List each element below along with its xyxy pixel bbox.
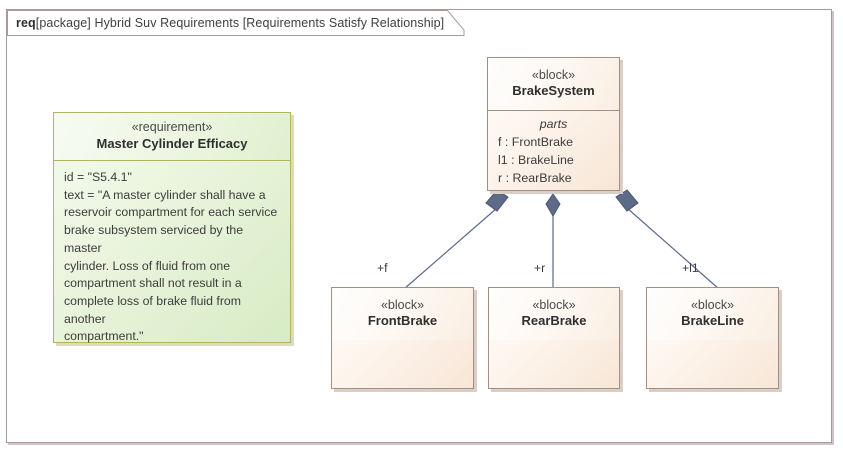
requirement-header: «requirement» Master Cylinder Efficacy: [54, 113, 290, 161]
brakesystem-name: BrakeSystem: [512, 83, 595, 99]
brakesystem-header: «block» BrakeSystem: [488, 58, 619, 111]
brakesystem-parts-compartment: parts f : FrontBrake l1 : BrakeLine r : …: [488, 111, 619, 191]
rearbrake-header: «block» RearBrake: [489, 288, 619, 340]
rearbrake-name: RearBrake: [521, 313, 587, 329]
block-node-rearbrake[interactable]: «block» RearBrake: [488, 287, 623, 392]
block-node-body: «block» BrakeSystem parts f : FrontBrake…: [487, 57, 620, 191]
part-row-r: r : RearBrake: [498, 170, 572, 185]
requirement-node-master-cylinder-efficacy[interactable]: «requirement» Master Cylinder Efficacy i…: [53, 112, 294, 346]
part-row-l1: l1 : BrakeLine: [498, 152, 574, 167]
part-row-f: f : FrontBrake: [498, 134, 574, 149]
block-node-brakesystem[interactable]: «block» BrakeSystem parts f : FrontBrake…: [487, 57, 623, 194]
brakeline-body: «block» BrakeLine: [646, 287, 779, 389]
brakesystem-stereotype: «block»: [531, 67, 576, 82]
connector-end-label-brake-line: +l1: [682, 261, 699, 275]
frontbrake-body: «block» FrontBrake: [331, 287, 474, 389]
rearbrake-body: «block» RearBrake: [488, 287, 620, 389]
requirement-node-body: «requirement» Master Cylinder Efficacy i…: [53, 112, 291, 343]
frontbrake-header: «block» FrontBrake: [332, 288, 473, 340]
frontbrake-stereotype: «block»: [380, 297, 425, 312]
requirement-stereotype: «requirement»: [131, 120, 213, 135]
header-tab-shape: [7, 10, 465, 36]
requirement-properties: id = "S5.4.1" text = "A master cylinder …: [64, 170, 278, 344]
brakeline-name: BrakeLine: [681, 313, 744, 329]
block-node-brakeline[interactable]: «block» BrakeLine: [646, 287, 782, 392]
rearbrake-stereotype: «block»: [532, 297, 576, 312]
brakeline-stereotype: «block»: [690, 297, 735, 312]
block-node-frontbrake[interactable]: «block» FrontBrake: [331, 287, 477, 392]
frontbrake-name: FrontBrake: [367, 313, 438, 329]
diagram-title-label: [package] Hybrid Suv Requirements [Requi…: [35, 15, 445, 30]
diagram-header-text: req[package] Hybrid Suv Requirements [Re…: [16, 16, 444, 30]
diagram-kind-label: req: [16, 15, 36, 30]
connector-end-label-rear-brake: +r: [534, 261, 546, 275]
diagram-header-tab[interactable]: req[package] Hybrid Suv Requirements [Re…: [7, 10, 465, 36]
connector-end-label-front-brake: +f: [377, 261, 388, 275]
requirement-name: Master Cylinder Efficacy: [96, 135, 248, 151]
brakeline-header: «block» BrakeLine: [647, 288, 778, 340]
parts-compartment-title: parts: [539, 117, 568, 131]
